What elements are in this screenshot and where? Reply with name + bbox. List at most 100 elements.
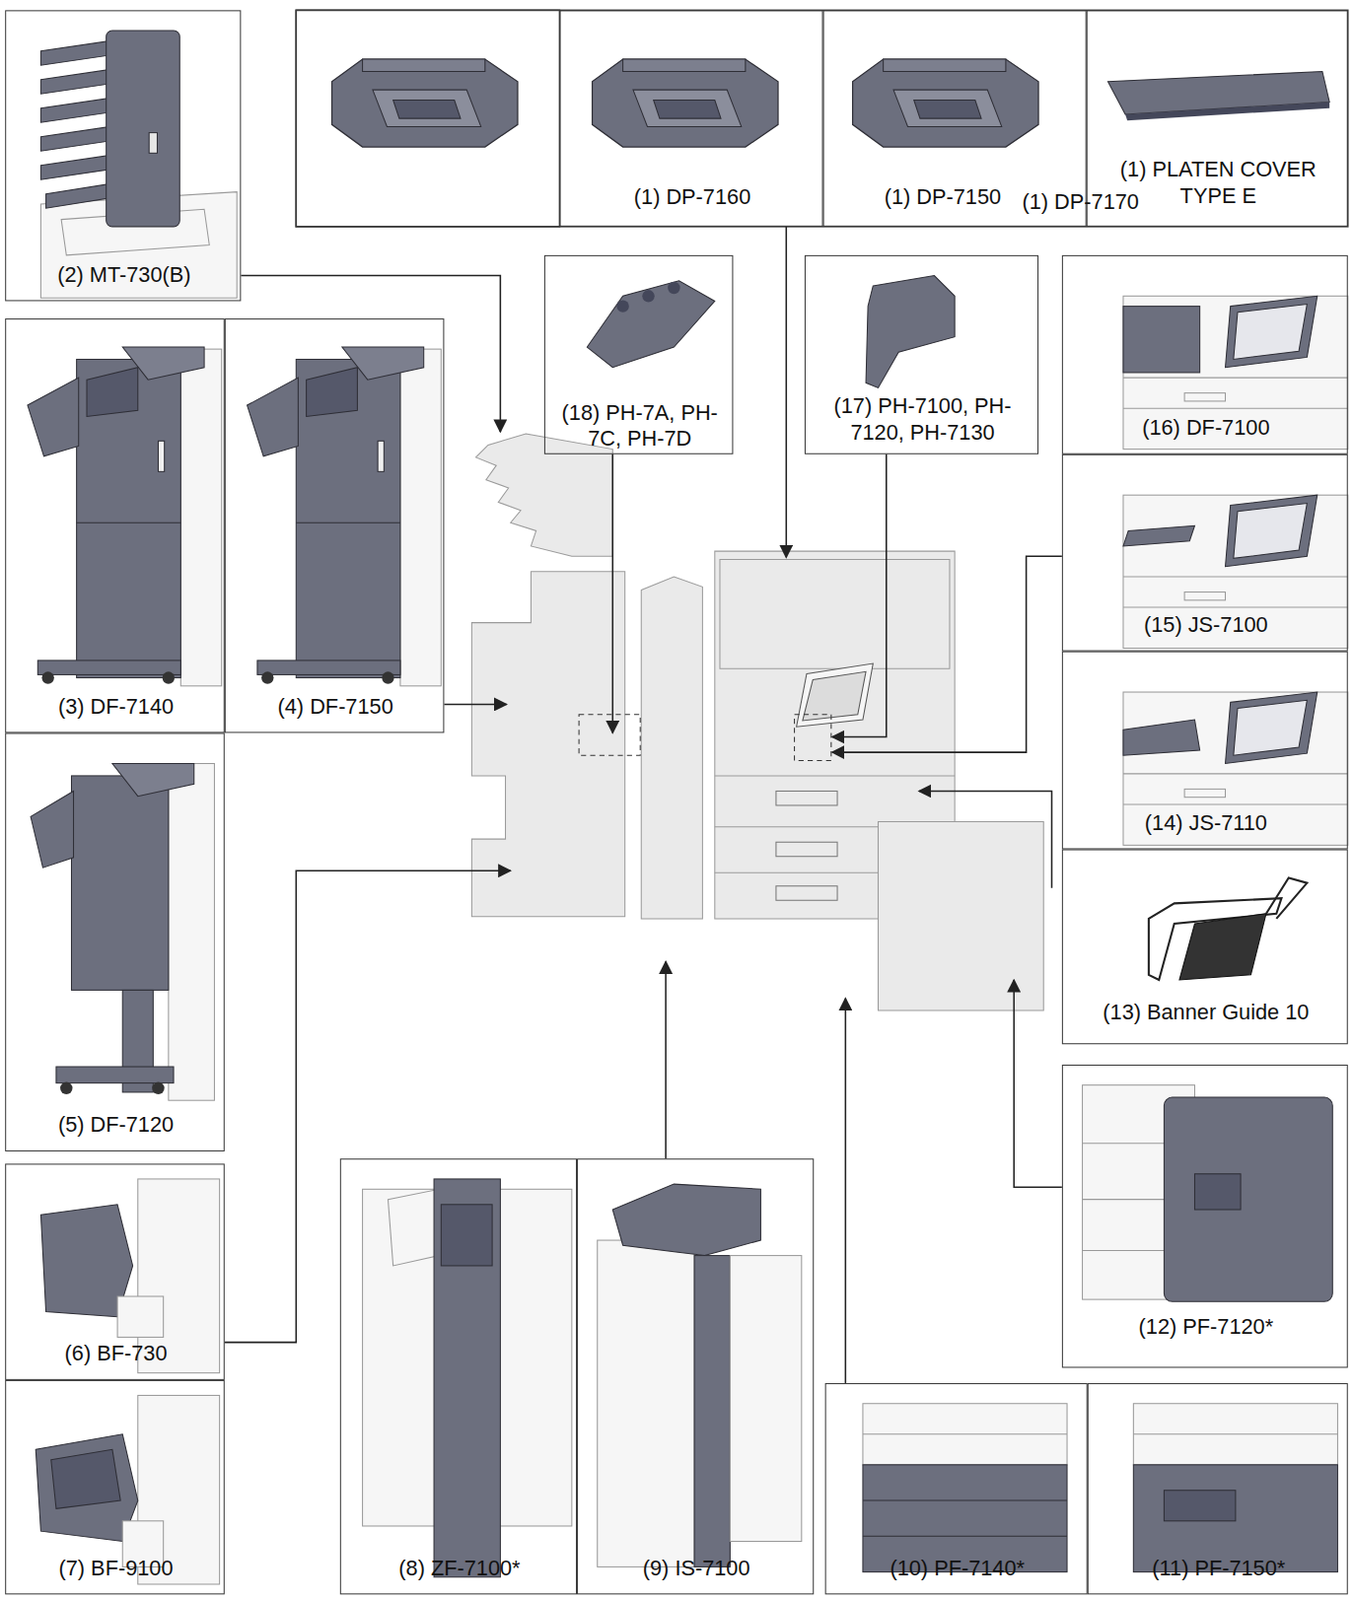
machine-silhouette [714,775,955,777]
finisher-small [151,1082,164,1095]
side-feeder [1163,1097,1333,1302]
job-separator [1123,306,1201,373]
document-processor [853,59,1039,147]
mailbox [40,97,110,123]
option-panel: (9) IS-7100 [576,1158,814,1595]
finisher [247,347,442,687]
option-label: (5) DF-7120 [5,1112,226,1140]
leader-arrow [224,870,511,1343]
option-panel: (12) PF-7120* [1062,1065,1349,1369]
leader-arrow [845,998,848,1384]
punch-unit [667,282,680,294]
document-processor [332,59,518,147]
side-feeder [1194,1174,1241,1211]
finisher [27,347,441,687]
option-label: (1) PLATEN COVER TYPE E [1089,155,1348,209]
option-label: (12) PF-7120* [1063,1314,1350,1342]
finisher-small [168,764,215,1102]
option-panel: (7) BF-9100 [4,1380,225,1595]
machine-silhouette [471,433,1044,1011]
machine-silhouette [719,559,950,669]
paper-feeder [862,1404,1338,1573]
leader-arrow [443,704,506,707]
punch-unit [586,281,714,368]
punch-unit [586,276,955,389]
dashed-location [578,714,641,756]
machine-silhouette [776,790,838,805]
side-feeder [1082,1085,1334,1303]
option-panel: (3) DF-7140 [4,318,225,733]
inserter [597,1184,802,1568]
finisher-small [30,764,214,1102]
z-fold-unit [387,1189,439,1267]
dashed-location [578,714,832,762]
mailbox [40,30,237,298]
leader-arrow [611,454,614,734]
machine-silhouette [776,886,838,901]
panel-frame [295,9,1349,227]
dashed-location [794,714,832,762]
banner-guide [1266,877,1307,919]
punch-unit [865,276,955,389]
option-label: (1) DP-7150 [884,183,1038,211]
finisher-small [112,764,195,797]
option-label: (7) BF-9100 [5,1555,226,1582]
job-separator [1123,525,1195,547]
finisher-small [60,1082,72,1095]
option-label: (14) JS-7110 [1063,809,1350,837]
option-panel: (1) DP-7170(1) PLATEN COVER TYPE E [1086,9,1349,227]
option-panel: (6) BF-730 [4,1163,225,1381]
option-panel: (15) JS-7100 [1062,454,1349,652]
platen-cover [1125,102,1330,122]
option-panel: (18) PH-7A, PH-7C, PH-7D [544,255,734,455]
inserter [729,1256,801,1543]
z-fold-unit [433,1179,500,1578]
option-panel: (8) ZF-7100* [340,1158,577,1595]
mailbox [106,30,181,227]
option-label: (15) JS-7100 [1063,611,1350,639]
banner-guide [1179,914,1267,981]
leader-arrow [664,961,667,1159]
machine-silhouette [877,822,1044,1012]
option-label: (17) PH-7100, PH-7120, PH-7130 [810,393,1035,446]
option-label: (3) DF-7140 [5,693,226,720]
panel-frame [295,9,560,227]
option-panel: (17) PH-7100, PH-7120, PH-7130 [804,255,1039,455]
finisher-small [71,776,168,991]
punch-unit [616,299,629,312]
machine-silhouette [641,576,703,920]
paper-feeder [862,1404,1068,1466]
finisher-small [30,790,73,868]
machine-silhouette [776,842,838,856]
leader-arrow [785,226,788,558]
option-label: (6) BF-730 [5,1341,226,1368]
finisher-small [56,1067,174,1084]
leader-arrow [224,226,1063,1384]
booklet-folder [51,1449,121,1509]
z-fold-unit [440,1205,493,1267]
mailbox [148,133,157,154]
inserter [694,1256,730,1568]
machine-silhouette [796,663,874,727]
mailbox [40,69,110,94]
option-label: (2) MT-730(B) [5,261,242,288]
paper-feeder [1163,1491,1235,1522]
paper-feeder [1133,1433,1338,1435]
paper-feeder [862,1433,1068,1435]
option-panel: (13) Banner Guide 10 [1062,849,1349,1045]
z-fold-unit [362,1179,572,1578]
paper-feeder [1133,1404,1338,1466]
option-label: (11) PF-7150* [1088,1555,1350,1582]
option-label: (8) ZF-7100* [341,1555,578,1582]
option-panel: (10) PF-7140* [825,1383,1088,1595]
leader-arrow [832,454,887,738]
booklet-folder [35,1179,219,1585]
option-panel: (5) DF-7120 [4,732,225,1152]
mailbox [46,183,111,209]
leader-arrow [240,276,500,432]
document-processor [592,59,779,147]
leader-arrow [919,790,1053,888]
banner-guide [1148,877,1307,981]
option-label: (9) IS-7100 [577,1555,815,1582]
option-panel: (16) DF-7100 [1062,255,1349,455]
